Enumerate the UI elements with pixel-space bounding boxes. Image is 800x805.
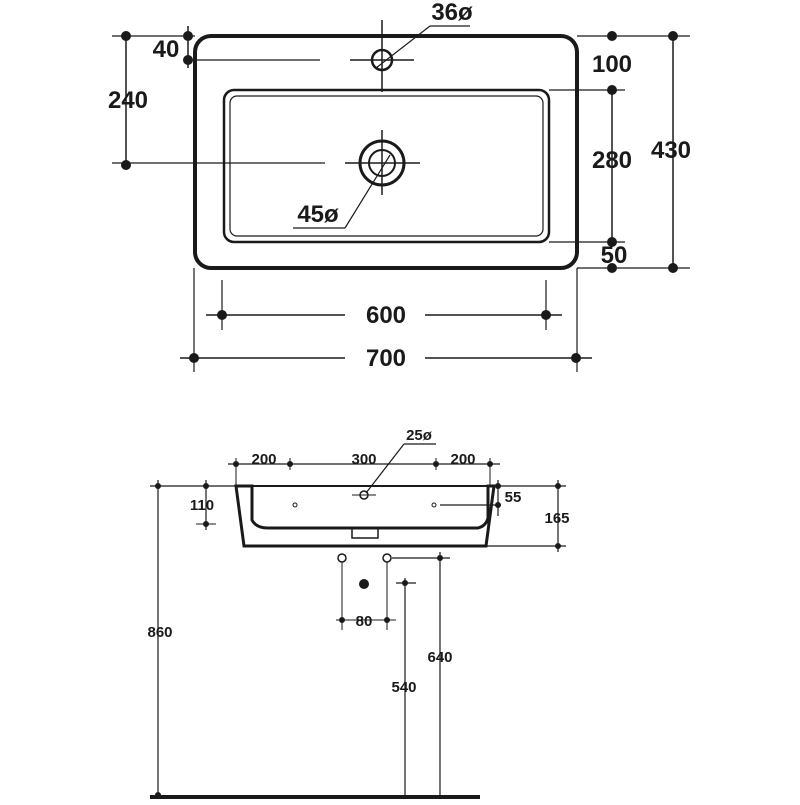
dot-165-top	[555, 483, 561, 489]
label-side-55: 55	[505, 489, 522, 506]
top-view-labels: 36ø 40 240 100 280 430 45ø 50 600 700	[108, 0, 691, 372]
dot-side-c	[433, 461, 439, 467]
dot-80-right	[384, 617, 390, 623]
label-side-165: 165	[544, 510, 569, 527]
label-side-110: 110	[190, 497, 214, 514]
dot-40-bottom	[183, 55, 193, 65]
label-side-860: 860	[147, 624, 172, 641]
side-view-labels: 200 300 200 25ø 110 55 165 860 80 640 54…	[147, 427, 569, 696]
dot-860-top	[155, 483, 161, 489]
bowl-outline-outer	[222, 88, 551, 244]
label-side-640: 640	[427, 649, 452, 666]
label-45: 45ø	[297, 201, 339, 228]
dot-700-right	[571, 353, 581, 363]
dot-600-left	[217, 310, 227, 320]
dot-860-bottom	[155, 792, 161, 798]
dot-700-left	[189, 353, 199, 363]
dot-100-left	[607, 31, 617, 41]
dot-430-bottom	[668, 263, 678, 273]
dot-640-top	[437, 555, 443, 561]
label-100: 100	[592, 51, 632, 78]
basin-outer-outline	[193, 34, 579, 270]
tap-hole-leader	[375, 25, 431, 69]
bowl-outline-inner	[229, 95, 544, 237]
dot-430-top	[668, 31, 678, 41]
dot-540-top	[402, 580, 408, 586]
basin-profile-outer	[234, 484, 496, 548]
dot-side-d	[487, 461, 493, 467]
label-side-540: 540	[391, 679, 416, 696]
dot-165-bottom	[555, 543, 561, 549]
dot-110-bottom	[203, 521, 209, 527]
overflow-leader	[365, 443, 405, 494]
label-430: 430	[651, 137, 691, 164]
dot-110-top	[203, 483, 209, 489]
dot-600-right	[541, 310, 551, 320]
dot-80-left	[339, 617, 345, 623]
label-36: 36ø	[431, 0, 473, 26]
dot-55-bottom	[495, 502, 501, 508]
dimension-dots	[121, 31, 678, 798]
label-280: 280	[592, 147, 632, 174]
label-side-80: 80	[356, 613, 373, 630]
dot-280-top	[607, 85, 617, 95]
dot-side-a	[233, 461, 239, 467]
label-side-25: 25ø	[406, 427, 433, 444]
label-700: 700	[366, 345, 406, 372]
label-600: 600	[366, 302, 406, 329]
label-40: 40	[153, 36, 180, 63]
label-50: 50	[601, 242, 628, 269]
wall-hole-left	[337, 553, 347, 563]
top-view	[112, 20, 690, 372]
label-side-300: 300	[351, 451, 376, 468]
dot-side-b	[287, 461, 293, 467]
dot-240-top	[121, 31, 131, 41]
side-view	[150, 443, 566, 799]
dot-280-bottom	[607, 237, 617, 247]
dot-55-top	[495, 483, 501, 489]
dot-50-bottom	[607, 263, 617, 273]
side-hole-right	[431, 502, 437, 508]
drain-leader	[344, 154, 391, 229]
side-hole-left	[292, 502, 298, 508]
label-side-200-right: 200	[450, 451, 475, 468]
label-240: 240	[108, 87, 148, 114]
dot-40-top	[183, 31, 193, 41]
waste-pipe-center	[359, 579, 369, 589]
wall-hole-right	[382, 553, 392, 563]
dot-240-bottom	[121, 160, 131, 170]
label-side-200-left: 200	[251, 451, 276, 468]
drain-outlet	[351, 527, 379, 539]
